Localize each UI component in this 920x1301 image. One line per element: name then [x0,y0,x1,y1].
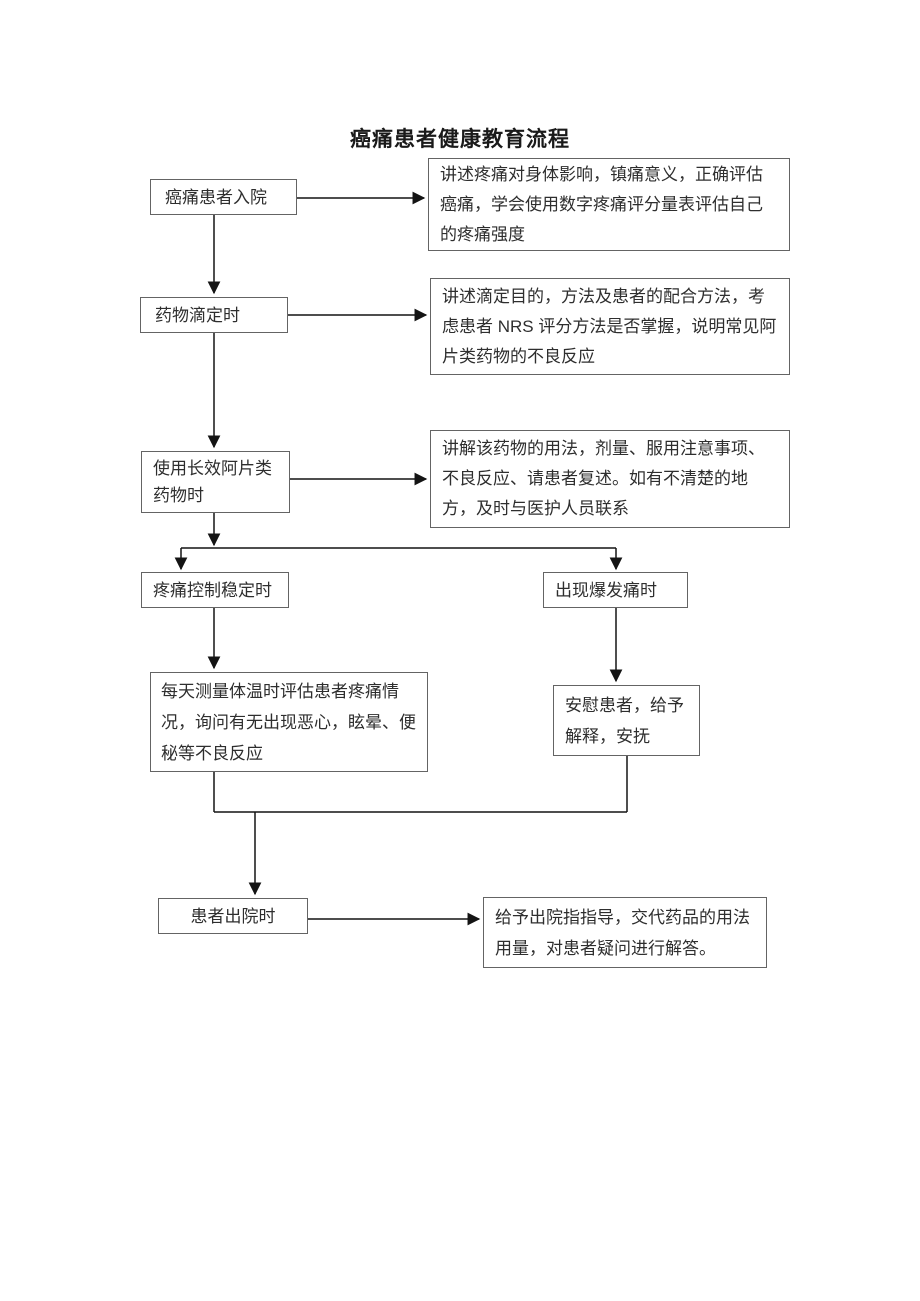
node-titration-label: 药物滴定时 [155,305,240,325]
node-titration-note-label: 讲述滴定目的，方法及患者的配合方法，考虑患者 NRS 评分方法是否掌握，说明常见… [442,286,777,366]
node-pain-control-stable: 疼痛控制稳定时 [141,572,289,608]
node-drug-titration: 药物滴定时 [140,297,288,333]
flowchart-title: 癌痛患者健康教育流程 [350,128,570,151]
node-long-acting-label: 使用长效阿片类药物时 [153,459,272,505]
node-long-acting-note-label: 讲解该药物的用法，剂量、服用注意事项、不良反应、请患者复述。如有不清楚的地方，及… [442,439,765,518]
node-breakthrough-label: 出现爆发痛时 [555,580,657,600]
node-admission-label: 癌痛患者入院 [165,187,267,207]
node-admission-education-note: 讲述疼痛对身体影响，镇痛意义，正确评估癌痛，学会使用数字疼痛评分量表评估自己的疼… [428,158,790,251]
node-discharge-education-note: 给予出院指指导，交代药品的用法用量，对患者疑问进行解答。 [483,897,767,968]
node-admission: 癌痛患者入院 [150,179,297,215]
node-comfort-label: 安慰患者，给予解释，安抚 [565,695,684,746]
node-pain-stable-label: 疼痛控制稳定时 [153,580,272,600]
node-daily-assessment-label: 每天测量体温时评估患者疼痛情况，询问有无出现恶心，眩晕、便秘等不良反应 [161,681,416,763]
node-discharge-note-label: 给予出院指指导，交代药品的用法用量，对患者疑问进行解答。 [495,907,750,958]
node-long-acting-education-note: 讲解该药物的用法，剂量、服用注意事项、不良反应、请患者复述。如有不清楚的地方，及… [430,430,790,528]
node-admission-note-label: 讲述疼痛对身体影响，镇痛意义，正确评估癌痛，学会使用数字疼痛评分量表评估自己的疼… [440,164,763,244]
node-breakthrough-pain: 出现爆发痛时 [543,572,688,608]
node-titration-education-note: 讲述滴定目的，方法及患者的配合方法，考虑患者 NRS 评分方法是否掌握，说明常见… [430,278,790,375]
node-discharge: 患者出院时 [158,898,308,934]
node-comfort-patient: 安慰患者，给予解释，安抚 [553,685,700,756]
node-long-acting-opioid: 使用长效阿片类药物时 [141,451,290,513]
node-daily-assessment: 每天测量体温时评估患者疼痛情况，询问有无出现恶心，眩晕、便秘等不良反应 [150,672,428,772]
node-discharge-label: 患者出院时 [190,906,276,926]
